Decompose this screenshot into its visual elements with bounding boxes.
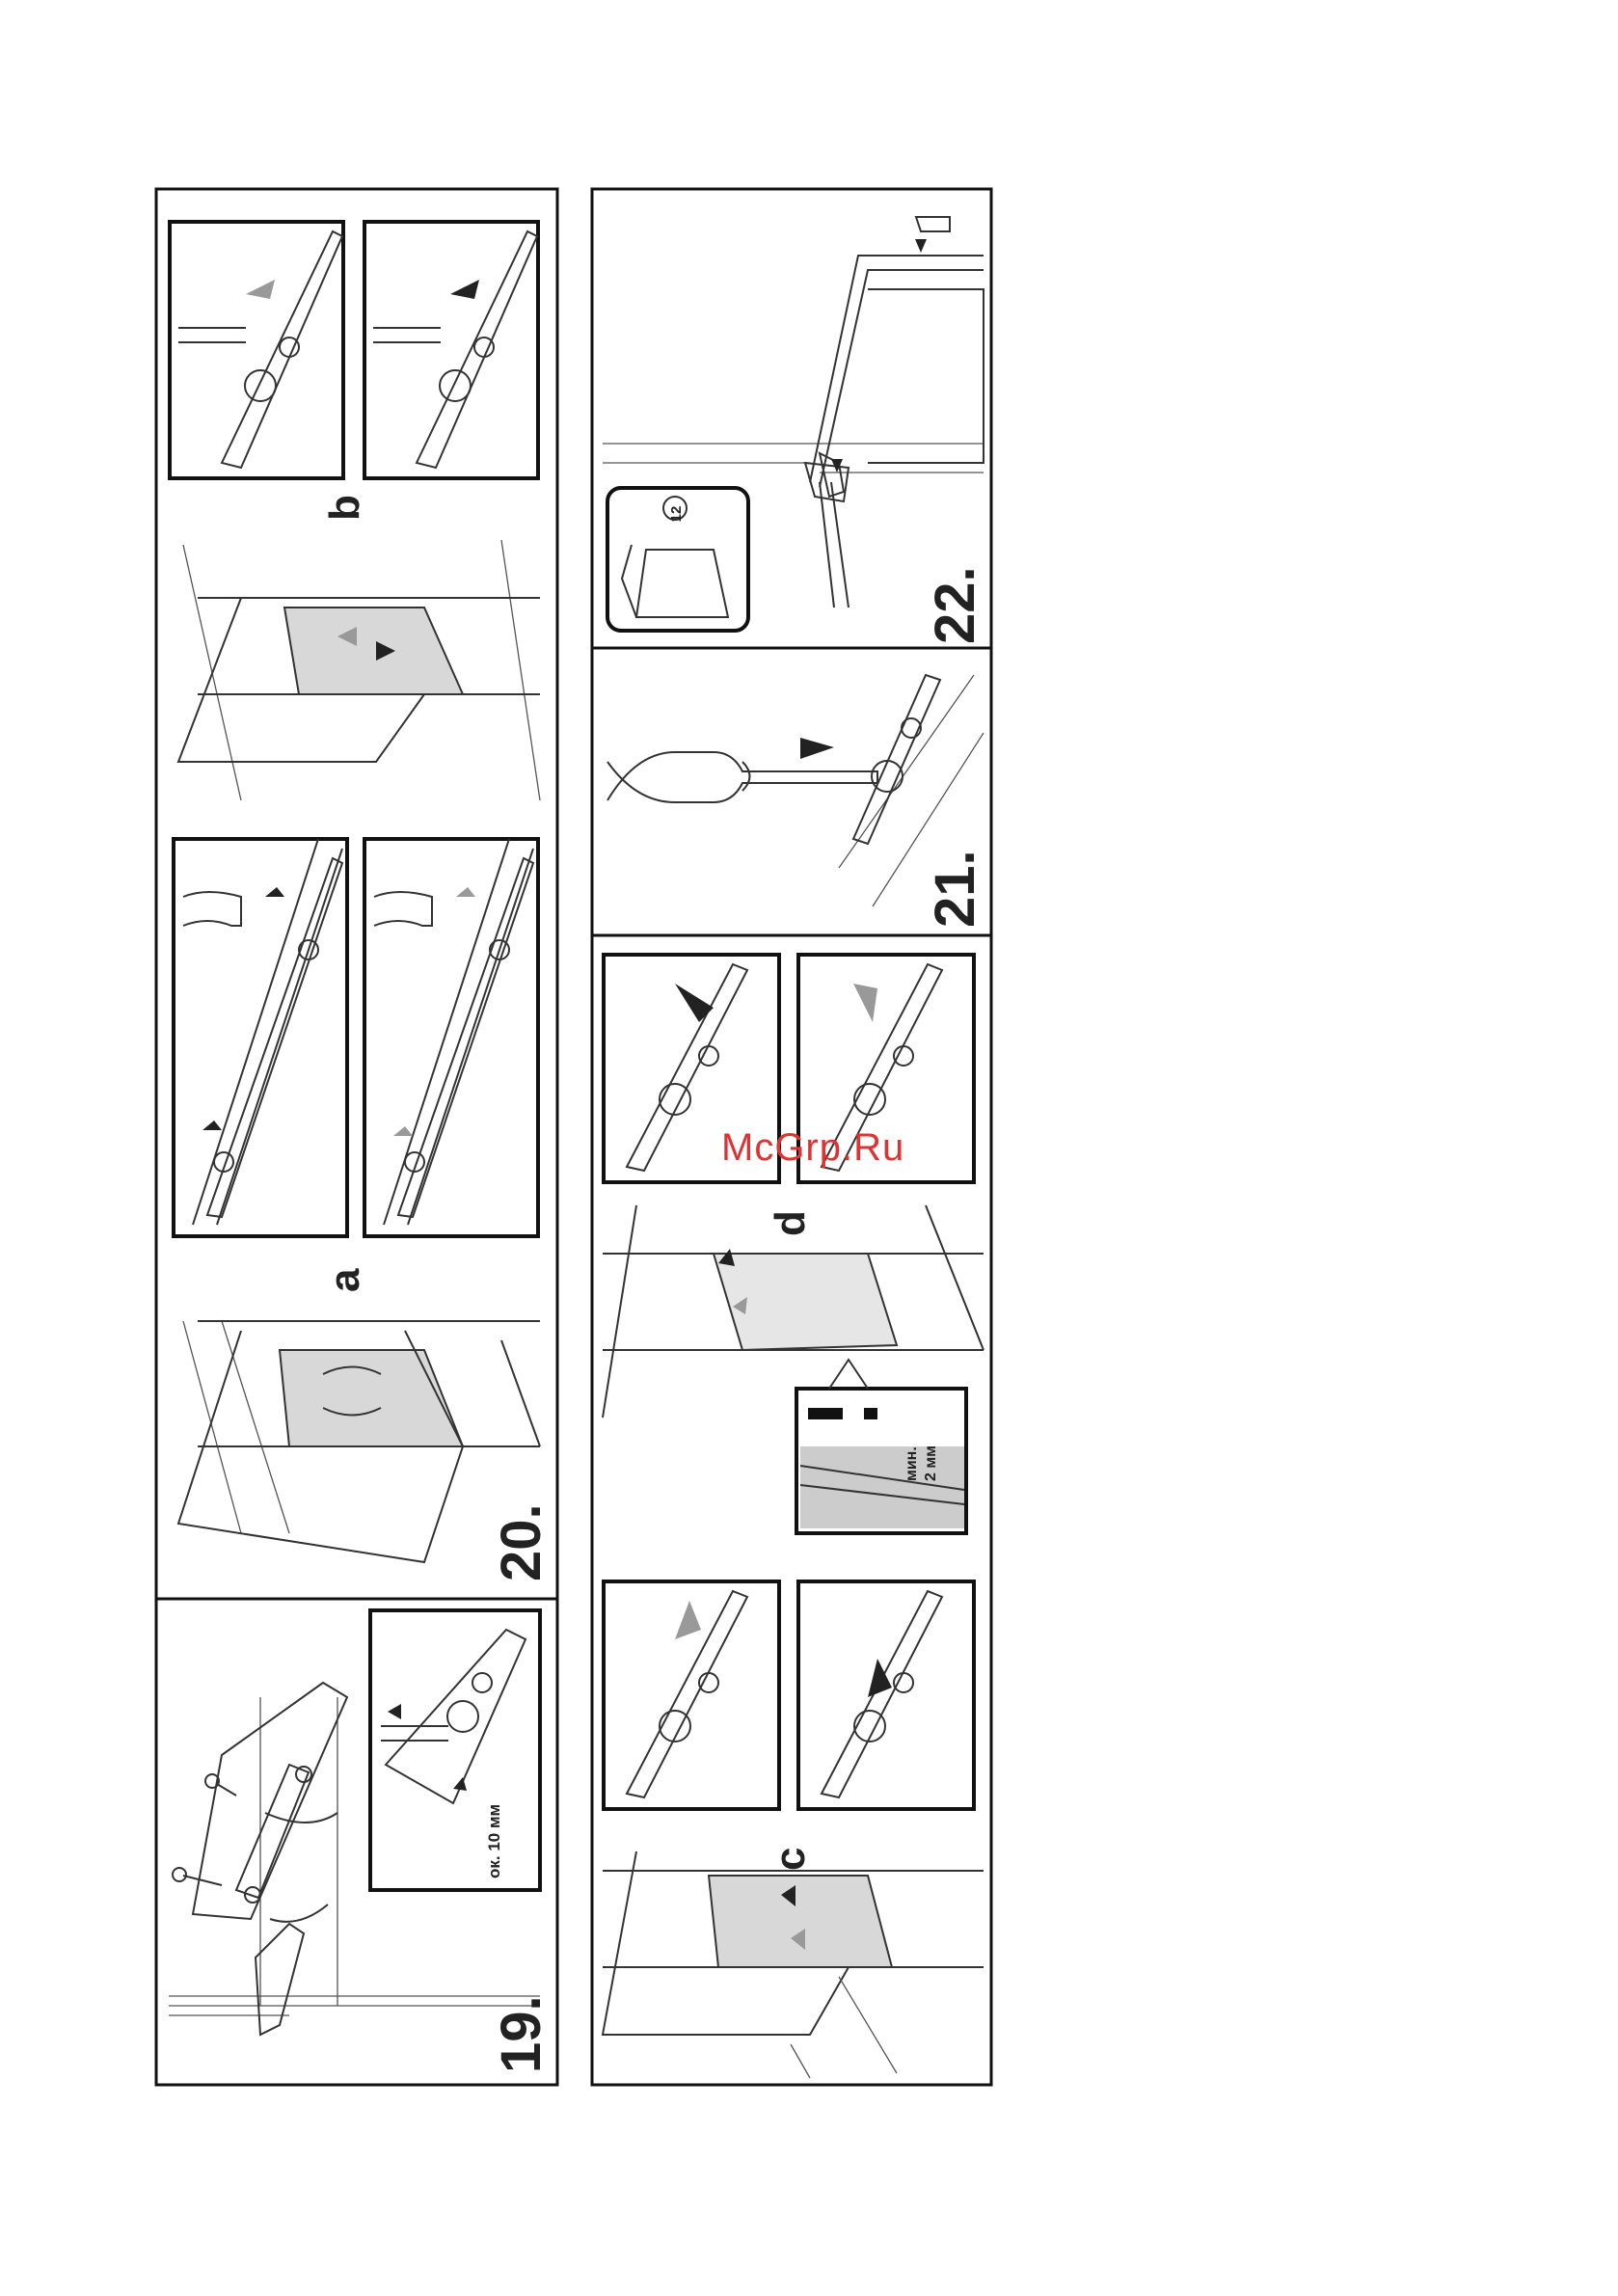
step-20-middle-illustration xyxy=(178,540,540,800)
step-21-number: 21. xyxy=(924,850,986,928)
step-19-zoom-box xyxy=(370,1610,540,1890)
min-label: мин. xyxy=(903,1446,920,1481)
step-20b-zoom-boxes xyxy=(170,222,538,478)
sublabel-b: b xyxy=(321,495,368,521)
step-cd-middle-illustration xyxy=(603,1205,984,1533)
step-20-number: 20. xyxy=(490,1503,553,1581)
step-20-main-illustration xyxy=(178,1321,540,1562)
sublabel-a: a xyxy=(321,1268,368,1292)
step-20a-box-2 xyxy=(364,839,538,1236)
step-20b-box-1 xyxy=(170,222,343,478)
sublabel-d: d xyxy=(767,1210,814,1236)
step-19-number: 19. xyxy=(490,1995,553,2073)
gap-10mm-label: ок. 10 мм xyxy=(485,1804,503,1878)
min-value-label: 2 мм xyxy=(923,1445,939,1481)
sublabel-c: c xyxy=(767,1848,814,1871)
step-c-zoom-boxes xyxy=(604,1581,974,1809)
step-22-number: 22. xyxy=(924,566,986,644)
step-20a-zoom-boxes xyxy=(174,839,538,1236)
step-c-bottom-illustration xyxy=(603,1851,984,2078)
step-c-box-2 xyxy=(798,1581,974,1809)
step-20a-box-1 xyxy=(174,839,347,1236)
part-number-label: 12 xyxy=(668,506,685,523)
watermark: McGrp.Ru xyxy=(721,1126,904,1170)
step-20b-box-2 xyxy=(364,222,538,478)
